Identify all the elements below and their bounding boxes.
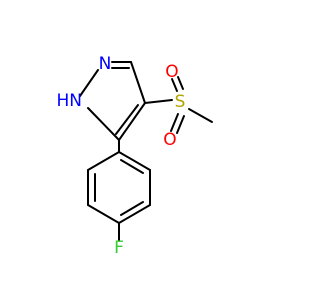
atom-s-label: S (175, 92, 186, 112)
bond-c4-s (144, 99, 173, 104)
atom-o1-label: O (165, 62, 178, 82)
bond-c4-c5 (118, 102, 146, 141)
bond-s-o1 (171, 78, 178, 92)
atom-nh-n: N (69, 91, 82, 111)
bond-c3-c4 (130, 61, 146, 104)
bond-s-o2 (170, 113, 179, 132)
atom-o2-label: O (163, 130, 176, 150)
bond-c5-n1 (87, 107, 120, 141)
pyrazole-ring (79, 61, 146, 141)
methylsulfonyl-group (144, 76, 213, 134)
molecule-structure: N HN S O O F (56, 54, 213, 258)
bond-ph3-ph4-inner (120, 201, 144, 216)
atom-nh-h: H (56, 91, 69, 111)
bond-ph1-ph2 (118, 151, 151, 171)
bond-ph1-ph2-inner (120, 159, 144, 174)
bond-ph4-ph5 (87, 204, 120, 224)
fluorophenyl-ring (87, 139, 151, 241)
atom-nh-label: HN (56, 91, 82, 111)
bond-c4-c5-double (115, 104, 139, 135)
bond-s-methyl (188, 108, 213, 123)
bond-n1-n2 (79, 69, 99, 97)
bond-s-o2-double (176, 115, 185, 134)
bond-s-o1-double (177, 76, 184, 90)
bond-ph3-ph4 (118, 204, 151, 224)
atom-f-label: F (114, 238, 124, 258)
bond-ph6-ph1 (87, 151, 120, 171)
atom-n2-label: N (99, 54, 112, 74)
